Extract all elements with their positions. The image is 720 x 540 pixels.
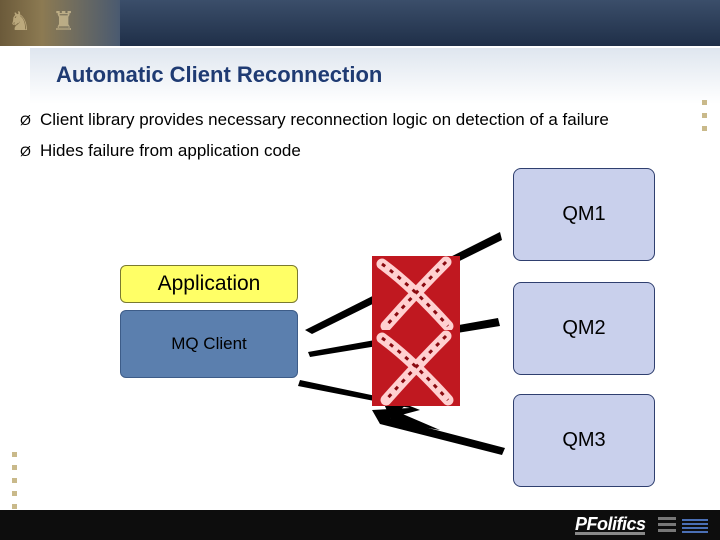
bullet-marker: Ø [20,112,31,128]
application-label: Application [157,272,261,295]
company-logo: PFolifics [575,514,646,534]
application-box: Application [120,265,298,303]
bullet-text: Hides failure from application code [40,141,301,160]
failure-x-icon [372,256,460,332]
qm3-label: QM3 [562,429,606,451]
bullet-text: Client library provides necessary reconn… [40,110,609,129]
connection-line-qm3 [298,380,505,455]
failure-x-icon [372,330,460,406]
bullet-marker: Ø [20,143,31,159]
qm1-label: QM1 [562,203,606,225]
header-figure-icon: ♜ [52,6,76,36]
queue-manager-qm3: QM3 [513,394,655,487]
title-background [30,48,720,104]
bullet-item: Ø Hides failure from application code [20,137,609,168]
queue-manager-qm1: QM1 [513,168,655,261]
header-photo: ♞ ♜ [0,0,120,46]
bullet-item: Ø Client library provides necessary recon… [20,106,609,137]
mq-client-label: MQ Client [171,334,247,353]
qm2-label: QM2 [562,317,606,339]
footer-bar [0,510,720,540]
header-figure-icon: ♞ [8,6,32,36]
bullet-list: Ø Client library provides necessary recon… [20,106,609,168]
header-bar [0,0,720,46]
ibm-partner-logo [658,517,708,533]
right-decoration [702,100,708,139]
queue-manager-qm2: QM2 [513,282,655,375]
mq-client-box: MQ Client [120,310,298,378]
company-logo-underline [575,532,645,535]
slide-title: Automatic Client Reconnection [56,62,383,87]
left-decoration [12,452,18,517]
